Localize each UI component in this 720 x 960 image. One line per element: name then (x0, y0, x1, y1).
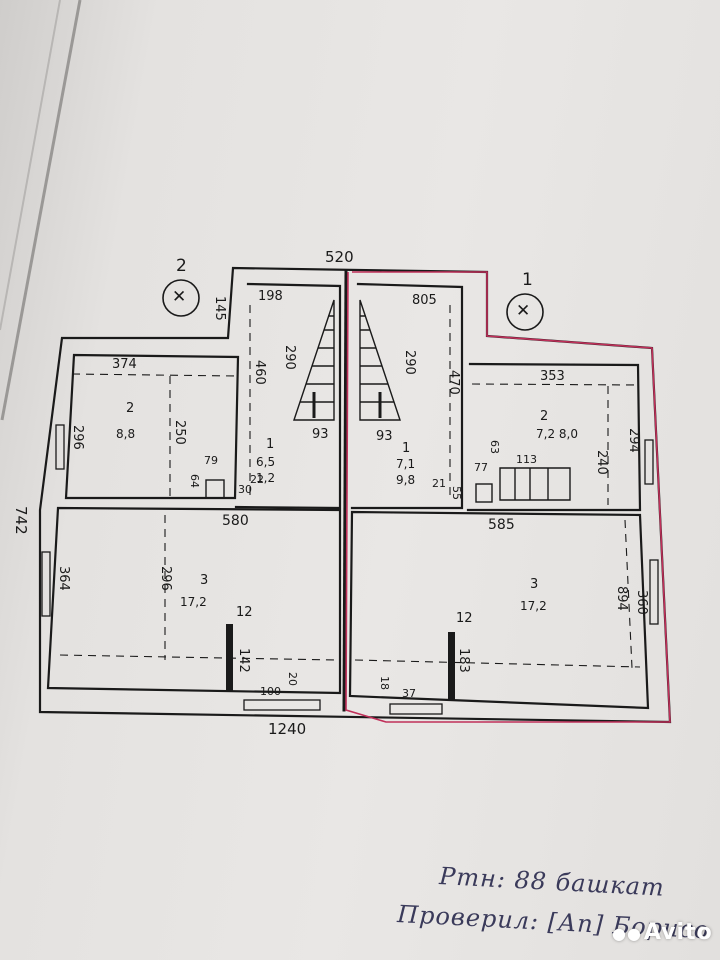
dim-bottom-1240: 1240 (268, 720, 307, 738)
dim-250: 250 (172, 420, 187, 445)
room-right-kitchen-area: 7,2 8,0 (536, 427, 578, 441)
party-wall (342, 270, 348, 712)
room-right-stair-area-b: 9,8 (396, 473, 416, 487)
avito-watermark-text: Avito (643, 920, 713, 945)
dim-290-left: 290 (282, 345, 297, 370)
dim-290-right: 290 (402, 350, 417, 375)
window-left-lower (41, 551, 51, 617)
room-left-stair-area-a: 6,5 (256, 455, 276, 469)
dim-77: 77 (474, 461, 488, 474)
dim-63: 63 (488, 440, 501, 454)
dim-374: 374 (112, 357, 137, 372)
dim-21: 21 (432, 477, 446, 490)
ownership-boundary (345, 271, 671, 723)
marker-left-number: 2 (176, 256, 187, 276)
dim-142: 142 (236, 648, 251, 673)
dim-353: 353 (540, 369, 565, 384)
right-staircase (359, 299, 401, 421)
dim-183: 183 (456, 648, 471, 673)
dim-18: 18 (378, 676, 391, 690)
marker-circle-left (162, 279, 200, 317)
marker-left-symbol: ✕ (172, 287, 187, 307)
room-left-stair-num: 1 (266, 437, 275, 452)
left-living-wall (46, 506, 342, 695)
window-left-upper (55, 424, 65, 470)
avito-watermark: ●●Avito (612, 920, 713, 945)
marker-right-number: 1 (522, 270, 533, 290)
right-chimney (475, 483, 493, 503)
window-right-lower (649, 559, 659, 625)
dim-22: 22 (250, 473, 264, 486)
dim-470: 470 (446, 370, 461, 395)
marker-circle-right (506, 293, 544, 331)
dim-12-left: 12 (236, 605, 253, 620)
window-right-upper (644, 439, 654, 485)
dim-30: 30 (238, 483, 252, 496)
dim-height-742: 742 (12, 506, 30, 535)
dim-20: 20 (286, 672, 299, 686)
window-bottom-left (243, 699, 321, 711)
room-right-kitchen-num: 2 (540, 409, 549, 424)
dim-240: 240 (594, 450, 609, 475)
dim-113: 113 (516, 453, 537, 466)
dim-460: 460 (252, 360, 267, 385)
dim-37: 37 (402, 687, 416, 700)
dim-294: 294 (626, 428, 641, 453)
room-left-stair-area-b: 1,2 (256, 471, 276, 485)
marker-right-symbol: ✕ (516, 301, 531, 321)
room-left-kitchen-area: 8,8 (116, 427, 136, 441)
dim-360: 360 (634, 590, 649, 615)
left-chimney (205, 479, 225, 499)
dim-585: 585 (488, 517, 515, 533)
dim-93-right: 93 (376, 429, 393, 444)
dim-364: 364 (56, 566, 71, 591)
dim-198: 198 (258, 289, 283, 304)
dim-100: 100 (260, 685, 281, 698)
dim-894: 894 (614, 586, 629, 611)
avito-logo-icon: ●● (612, 923, 642, 943)
window-bottom-right (389, 703, 443, 715)
room-right-living-area: 17,2 (520, 599, 547, 613)
dim-805: 805 (412, 293, 437, 308)
left-stair-wall (234, 282, 342, 510)
left-staircase (293, 299, 335, 421)
heating-radiator (499, 467, 571, 501)
dim-64: 64 (188, 474, 201, 488)
dim-296-mid: 296 (158, 566, 173, 591)
room-left-living-num: 3 (200, 573, 209, 588)
dim-296-left: 296 (70, 425, 85, 450)
right-stair-wall (350, 282, 464, 510)
dim-93-left: 93 (312, 427, 329, 442)
right-kitchen-wall (466, 362, 642, 512)
dim-left-145: 145 (212, 296, 227, 321)
room-right-stair-num: 1 (402, 441, 411, 456)
left-kitchen-wall (64, 353, 240, 500)
room-right-living-num: 3 (530, 577, 539, 592)
dim-580: 580 (222, 513, 249, 529)
dim-55: 55 (450, 486, 463, 500)
outer-wall (38, 266, 672, 724)
room-left-living-area: 17,2 (180, 595, 207, 609)
dim-top-520: 520 (325, 248, 354, 266)
room-right-stair-area-a: 7,1 (396, 457, 416, 471)
right-living-wall (348, 510, 650, 710)
dim-79: 79 (204, 454, 218, 467)
room-left-kitchen-num: 2 (126, 401, 135, 416)
dim-12-right: 12 (456, 611, 473, 626)
